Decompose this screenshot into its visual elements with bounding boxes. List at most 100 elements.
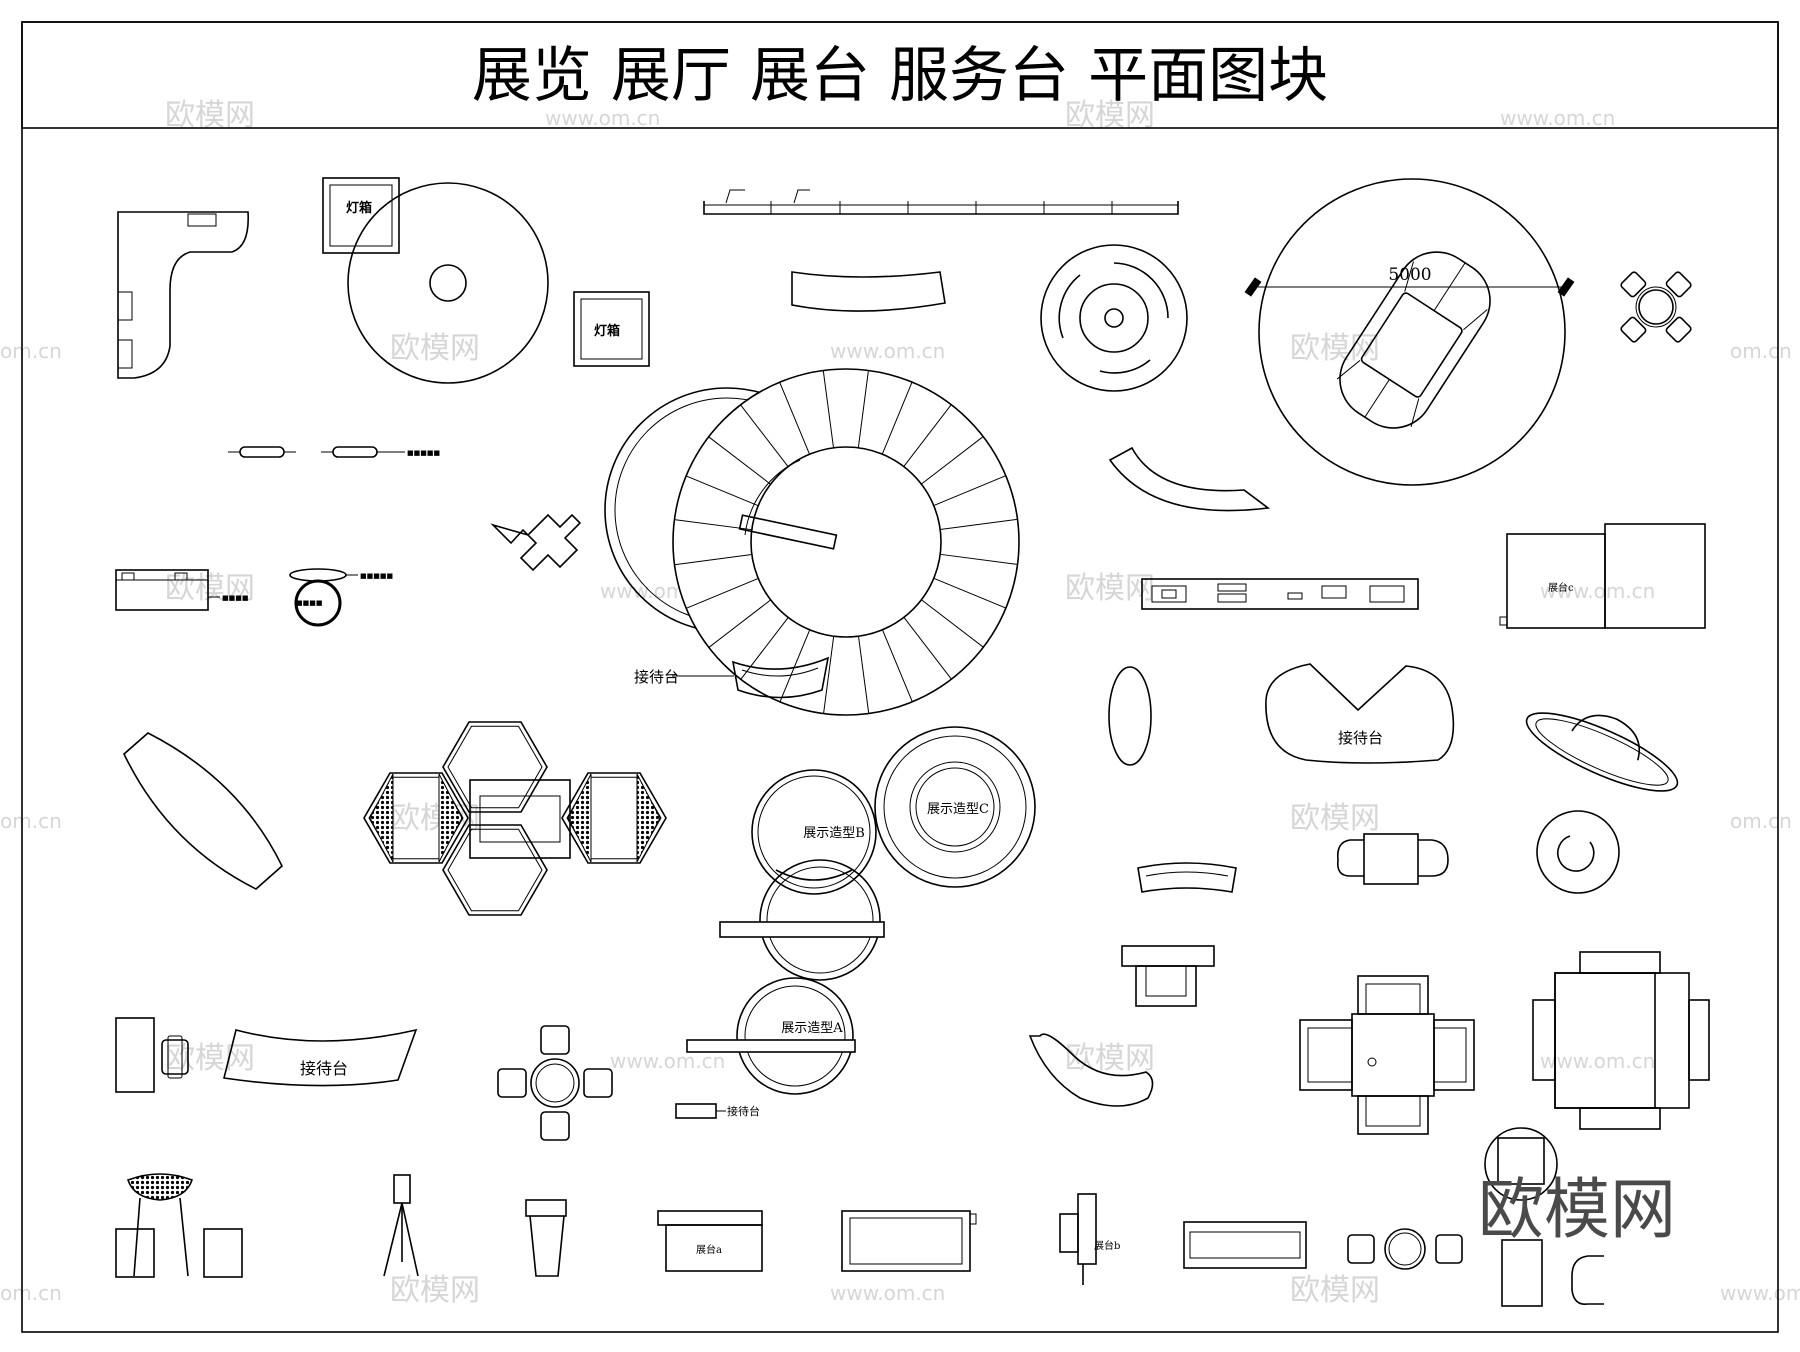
watermark-site: www.om.cn bbox=[545, 106, 660, 130]
dining-table bbox=[1363, 833, 1419, 885]
hexagon-shading bbox=[369, 773, 394, 863]
round-stage-center bbox=[429, 264, 467, 302]
hexagon-center-inner bbox=[479, 795, 561, 843]
curved-small-bar bbox=[1137, 862, 1237, 893]
hexagon-shading bbox=[438, 773, 463, 863]
watermark-brand: 欧模网 bbox=[1290, 1273, 1380, 1308]
display-bar bbox=[719, 921, 885, 938]
stage-spoke bbox=[686, 577, 759, 609]
hexagon-center-platform bbox=[469, 779, 571, 859]
page-title: 展览 展厅 展台 服务台 平面图块 bbox=[472, 41, 1328, 111]
watermark-brand: 欧模网 bbox=[1065, 98, 1155, 133]
small-annotation: ■■■■ bbox=[296, 599, 322, 607]
stage-spoke bbox=[708, 599, 771, 648]
lamp-box-inner bbox=[329, 184, 393, 247]
small-round-table-set bbox=[1347, 1228, 1463, 1270]
display-circle-bar bbox=[759, 859, 881, 981]
stage-inner-arc bbox=[744, 459, 801, 536]
hexagon-cell bbox=[442, 824, 548, 916]
watermark-brand: 欧模网 bbox=[165, 571, 255, 606]
reception-counter-curved bbox=[731, 656, 830, 699]
bistro-table-set bbox=[1484, 1127, 1604, 1307]
display-b-inner bbox=[757, 775, 871, 889]
console-slot bbox=[1287, 592, 1303, 600]
concentric-arc bbox=[1058, 274, 1081, 339]
car-icon bbox=[1336, 251, 1491, 429]
watermark-site: om.cn bbox=[1730, 339, 1792, 363]
watermark-site: om.cn bbox=[0, 1281, 62, 1305]
display-c-label: 展示造型C bbox=[927, 802, 989, 817]
display-a-label: 展示造型A bbox=[781, 1021, 843, 1036]
stand-c-detail bbox=[1499, 616, 1508, 626]
stand-b: 展台b bbox=[1059, 1193, 1120, 1285]
stage-spoke bbox=[903, 617, 952, 680]
watermark-site: www.om.cn bbox=[1540, 1049, 1655, 1073]
curved-small-bar-inner bbox=[1145, 871, 1229, 877]
console-slot bbox=[1369, 585, 1405, 603]
concentric-ring bbox=[1079, 283, 1149, 353]
display-c-inner bbox=[909, 761, 1001, 853]
small-annotation: ■■■■ bbox=[222, 594, 248, 602]
hexagon-cell-inner bbox=[447, 828, 543, 912]
watermark-site: om.cn bbox=[0, 339, 62, 363]
stage-spoke bbox=[921, 599, 984, 648]
lamp-box-inner bbox=[580, 298, 643, 360]
title-bar bbox=[21, 21, 1779, 129]
large-square-dining-set bbox=[1532, 951, 1710, 1130]
watermark-site: www.om.cn bbox=[830, 1281, 945, 1305]
watermark-brand: 欧模网 bbox=[390, 1273, 480, 1308]
console-slot bbox=[1321, 585, 1347, 599]
stage-spoke bbox=[685, 475, 759, 507]
stand-box-detail bbox=[174, 572, 188, 581]
concentric-arc bbox=[1099, 359, 1151, 374]
stand-box-detail bbox=[121, 572, 135, 581]
watermark-site: om.cn bbox=[1730, 809, 1792, 833]
watermark-brand: 欧模网 bbox=[1290, 801, 1380, 836]
hexagon-cell-inner bbox=[447, 725, 543, 809]
round-table-with-chairs bbox=[1620, 271, 1692, 343]
display-a-bar bbox=[686, 1039, 856, 1053]
watermark-brand: 欧模网 bbox=[1290, 331, 1380, 366]
concentric-display bbox=[1040, 244, 1188, 392]
hexagon-cell bbox=[561, 772, 667, 864]
reception-label: 接待台 bbox=[727, 1104, 760, 1118]
stage-spoke bbox=[740, 404, 789, 467]
hexagon-cell bbox=[363, 772, 469, 864]
arc-counter bbox=[1108, 446, 1271, 512]
stage-spoke bbox=[940, 518, 1018, 531]
stage-spoke bbox=[740, 617, 789, 680]
stage-spoke bbox=[881, 381, 913, 455]
stage-spoke bbox=[881, 629, 913, 702]
stage-spoke bbox=[940, 553, 1018, 565]
round-stage bbox=[347, 182, 549, 384]
stage-spoke bbox=[823, 636, 835, 714]
stage-spoke bbox=[933, 475, 1006, 507]
elliptical-long-table bbox=[123, 732, 283, 890]
watermark-site: www.om.cn bbox=[1540, 579, 1655, 603]
stage-spoke bbox=[857, 636, 870, 714]
stage-spokes bbox=[674, 370, 1018, 714]
console-slot bbox=[1151, 585, 1187, 603]
display-b-outer bbox=[751, 769, 877, 895]
concentric-arc bbox=[1113, 262, 1169, 319]
small-annotation: ■■■■■ bbox=[360, 572, 393, 580]
stand-c-label: 展台c bbox=[1548, 581, 1574, 594]
central-exhibition-stage bbox=[672, 368, 1020, 716]
small-reception bbox=[675, 1103, 717, 1119]
stage-spoke bbox=[903, 404, 952, 467]
display-a-inner bbox=[744, 985, 846, 1087]
stage-spoke bbox=[857, 370, 869, 448]
round-display-lid bbox=[289, 568, 347, 582]
watermark-brand: 欧模网 bbox=[390, 801, 480, 836]
small-annotation: ■■■■■ bbox=[407, 449, 440, 457]
hexagon-shading bbox=[567, 773, 592, 863]
counter-detail bbox=[187, 213, 217, 227]
stand-c-panel bbox=[1604, 523, 1706, 629]
curved-bar bbox=[791, 271, 946, 312]
watermark-brand: 欧模网 bbox=[1065, 1041, 1155, 1076]
stage-spoke bbox=[674, 553, 752, 566]
watermark-site: om.cn bbox=[0, 809, 62, 833]
watermark-brand: 欧模网 bbox=[165, 1041, 255, 1076]
corner-counter bbox=[117, 211, 249, 379]
